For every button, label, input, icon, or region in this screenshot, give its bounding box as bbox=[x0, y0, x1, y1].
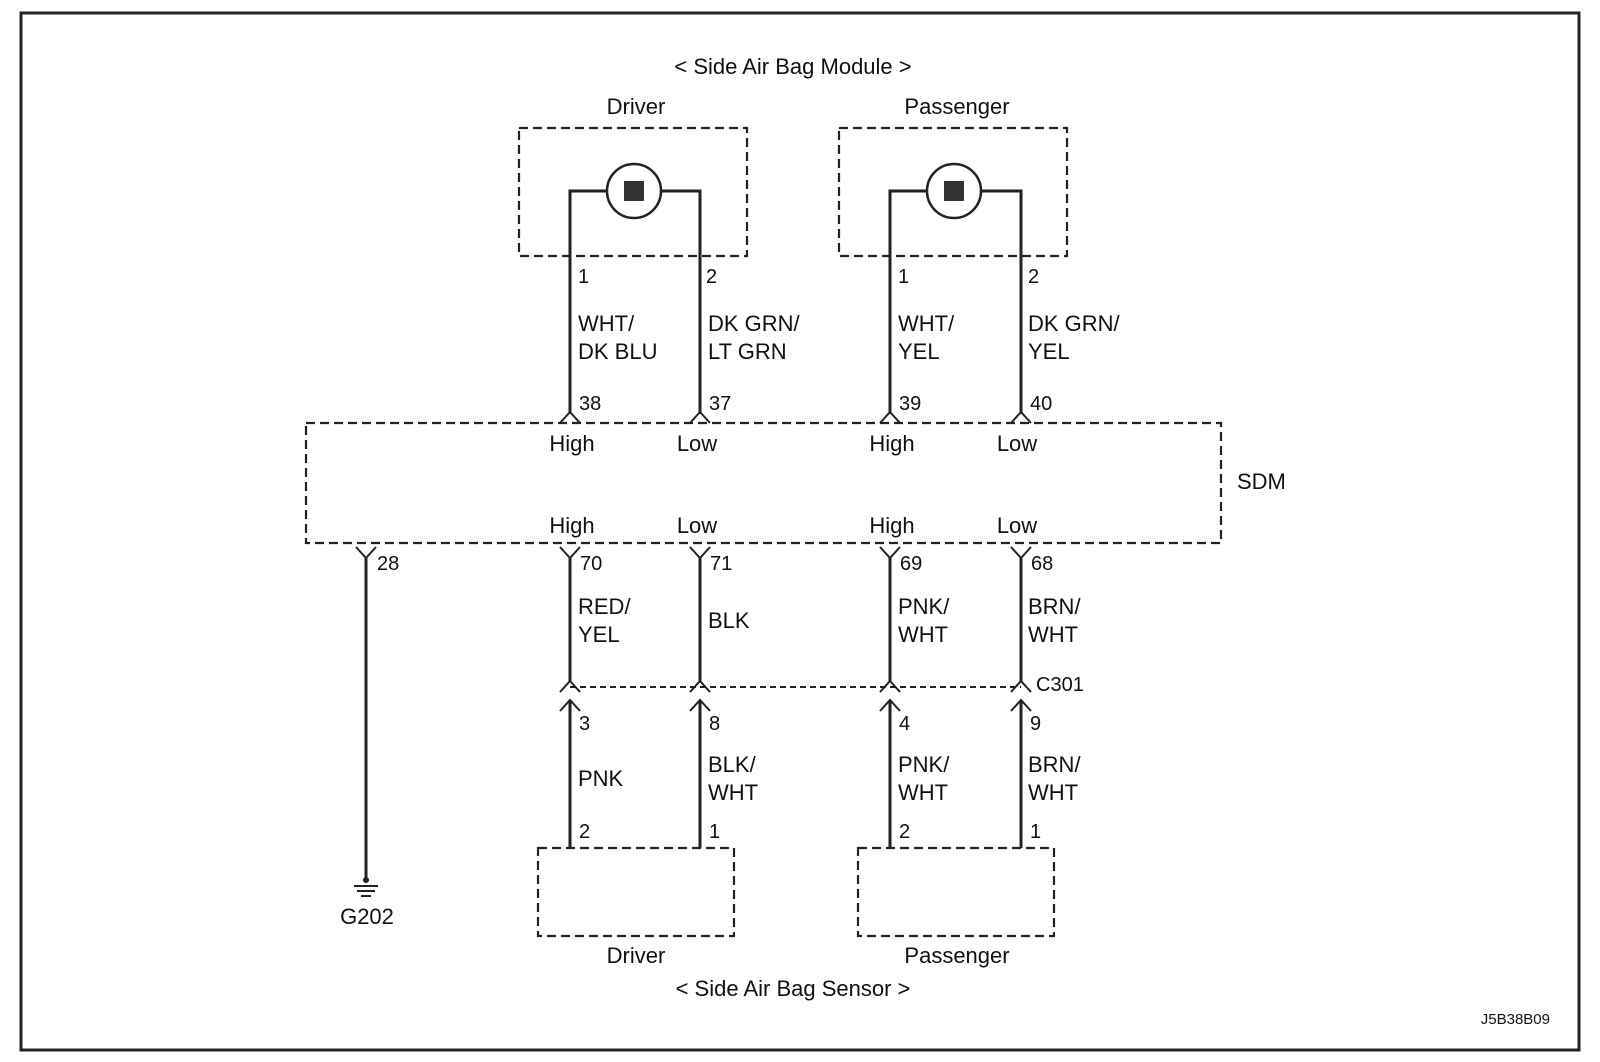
passenger-squib-icon bbox=[925, 162, 983, 220]
driver-high-wire bbox=[568, 189, 607, 414]
driver-low-wire-color-2: LT GRN bbox=[708, 339, 787, 364]
module-driver-label: Driver bbox=[607, 94, 666, 119]
passenger-low-wire-color-2: YEL bbox=[1028, 339, 1070, 364]
lower-wire-8-color-2: WHT bbox=[708, 780, 758, 805]
sensor-driver-label: Driver bbox=[607, 943, 666, 968]
driver-low-wire bbox=[661, 189, 702, 414]
module-passenger-label: Passenger bbox=[904, 94, 1009, 119]
passenger-module-pin-2: 2 bbox=[1028, 266, 1039, 288]
c301-pin-3: 3 bbox=[579, 713, 590, 735]
lower-wire-8-color: BLK/ bbox=[708, 752, 757, 777]
sdm-bottom-label-driver-low: Low bbox=[677, 513, 717, 538]
c301-pin-9: 9 bbox=[1030, 713, 1041, 735]
ground-icon bbox=[354, 877, 378, 897]
driver-sensor-box bbox=[536, 846, 736, 938]
sdm-pin-68: 68 bbox=[1031, 553, 1053, 575]
driver-sensor-pin-1: 1 bbox=[709, 821, 720, 843]
driver-module-pin-1: 1 bbox=[578, 266, 589, 288]
sdm-bottom-label-passenger-low: Low bbox=[997, 513, 1037, 538]
sdm-top-label-passenger-low: Low bbox=[997, 431, 1037, 456]
sensor-title: < Side Air Bag Sensor > bbox=[676, 976, 911, 1001]
wire-70-color-2: YEL bbox=[578, 622, 620, 647]
sdm-bottom-label-driver-high: High bbox=[549, 513, 594, 538]
wire-69-color: PNK/ bbox=[898, 594, 950, 619]
driver-module-pin-2: 2 bbox=[706, 266, 717, 288]
driver-sensor-pin-2: 2 bbox=[579, 821, 590, 843]
driver-high-wire-color-2: DK BLU bbox=[578, 339, 657, 364]
lower-wire-9-color-2: WHT bbox=[1028, 780, 1078, 805]
c301-label: C301 bbox=[1036, 674, 1084, 696]
passenger-module-box bbox=[837, 126, 1069, 258]
driver-low-wire-color: DK GRN/ bbox=[708, 311, 801, 336]
sdm-pin-38: 38 bbox=[579, 393, 601, 415]
wire-71-color: BLK bbox=[708, 608, 750, 633]
c301-pin-8: 8 bbox=[709, 713, 720, 735]
driver-squib-icon bbox=[605, 162, 663, 220]
wire-68-color-2: WHT bbox=[1028, 622, 1078, 647]
sdm-top-label-driver-high: High bbox=[549, 431, 594, 456]
sensor-passenger-label: Passenger bbox=[904, 943, 1009, 968]
passenger-sensor-pin-1: 1 bbox=[1030, 821, 1041, 843]
sdm-pin-71: 71 bbox=[710, 553, 732, 575]
passenger-module-pin-1: 1 bbox=[898, 266, 909, 288]
sdm-bottom-connectors bbox=[355, 546, 1032, 560]
wire-70-color: RED/ bbox=[578, 594, 631, 619]
lower-wire-3-color: PNK bbox=[578, 766, 624, 791]
lower-wire-9-color: BRN/ bbox=[1028, 752, 1081, 777]
passenger-sensor-box bbox=[856, 846, 1056, 938]
sdm-bottom-label-passenger-high: High bbox=[869, 513, 914, 538]
module-title: < Side Air Bag Module > bbox=[674, 54, 911, 79]
sdm-pin-40: 40 bbox=[1030, 393, 1052, 415]
wire-68-color: BRN/ bbox=[1028, 594, 1081, 619]
sdm-box bbox=[304, 421, 1223, 545]
sdm-pin-37: 37 bbox=[709, 393, 731, 415]
passenger-low-wire bbox=[981, 189, 1023, 414]
passenger-low-wire-color: DK GRN/ bbox=[1028, 311, 1121, 336]
c301-pin-4: 4 bbox=[899, 713, 910, 735]
ground-label: G202 bbox=[340, 904, 394, 929]
wire-69-color-2: WHT bbox=[898, 622, 948, 647]
lower-wire-4-color-2: WHT bbox=[898, 780, 948, 805]
sdm-top-label-passenger-high: High bbox=[869, 431, 914, 456]
c301-connector bbox=[559, 679, 1032, 712]
sdm-top-connectors bbox=[559, 410, 1032, 424]
driver-module-box bbox=[517, 126, 749, 258]
sdm-pin-28: 28 bbox=[377, 553, 399, 575]
sdm-pin-70: 70 bbox=[580, 553, 602, 575]
passenger-sensor-pin-2: 2 bbox=[899, 821, 910, 843]
sdm-pin-39: 39 bbox=[899, 393, 921, 415]
diagram-frame bbox=[19, 11, 1581, 1052]
sdm-pin-69: 69 bbox=[900, 553, 922, 575]
driver-high-wire-color: WHT/ bbox=[578, 311, 635, 336]
passenger-high-wire-color: WHT/ bbox=[898, 311, 955, 336]
figure-id: J5B38B09 bbox=[1481, 1011, 1550, 1028]
sdm-top-label-driver-low: Low bbox=[677, 431, 717, 456]
lower-wire-4-color: PNK/ bbox=[898, 752, 950, 777]
passenger-high-wire-color-2: YEL bbox=[898, 339, 940, 364]
passenger-high-wire bbox=[888, 189, 927, 414]
sdm-label: SDM bbox=[1237, 469, 1286, 494]
